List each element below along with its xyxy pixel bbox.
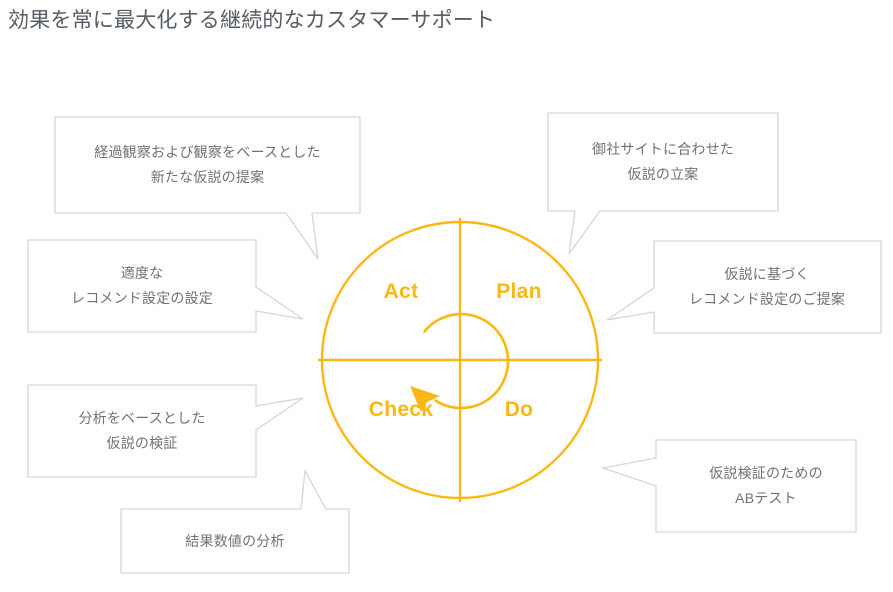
page-title: 効果を常に最大化する継続的なカスタマーサポート [8, 9, 496, 32]
callout-check-result-analysis: 結果数値の分析 [120, 468, 350, 574]
pdca-cycle-arc [423, 312, 510, 410]
pdca-quadrant-label-plan: Plan [496, 280, 542, 303]
callout-line: 御社サイトに合わせた [592, 141, 734, 157]
callout-line: 仮説に基づく [724, 266, 810, 282]
callout-check-verification-text: 分析をベースとした 仮説の検証 [28, 385, 256, 477]
callout-line: レコメンド設定のご提案 [688, 291, 846, 307]
callout-act-observation-text: 経過観察および観察をベースとした 新たな仮説の提案 [55, 117, 360, 213]
callout-line: 適度な [120, 265, 164, 281]
callout-line: 新たな仮説の提案 [150, 169, 265, 185]
callout-plan-recommend-proposal-text: 仮説に基づく レコメンド設定のご提案 [653, 241, 881, 333]
callout-line: 経過観察および観察をベースとした [94, 144, 321, 160]
callout-plan-hypothesis: 御社サイトに合わせた 仮説の立案 [547, 112, 779, 255]
callout-plan-hypothesis-text: 御社サイトに合わせた 仮説の立案 [548, 113, 778, 211]
callout-act-recommend-setting: 適度な レコメンド設定の設定 [27, 239, 304, 333]
callout-act-observation: 経過観察および観察をベースとした 新たな仮説の提案 [54, 116, 361, 260]
pdca-quadrant-label-do: Do [504, 398, 534, 421]
pdca-arrowhead-icon [410, 386, 440, 412]
callout-check-result-analysis-text: 結果数値の分析 [121, 508, 349, 574]
pdca-wheel-graphic [318, 218, 602, 502]
callout-line: 仮説の検証 [106, 435, 178, 451]
callout-line: 仮説検証のための [709, 465, 823, 481]
callout-do-ab-test: 仮説検証のための ABテスト [600, 439, 857, 533]
callout-do-ab-test-text: 仮説検証のための ABテスト [624, 440, 882, 532]
callout-act-recommend-setting-text: 適度な レコメンド設定の設定 [28, 240, 256, 332]
pdca-wheel: Act Plan Check Do [300, 200, 620, 520]
pdca-quadrant-label-check: Check [368, 398, 434, 421]
callout-line: 結果数値の分析 [185, 532, 285, 549]
pdca-quadrant-label-act: Act [383, 280, 419, 303]
callout-check-verification: 分析をベースとした 仮説の検証 [27, 384, 304, 478]
callout-line: 分析をベースとした [78, 410, 206, 426]
callout-line: レコメンド設定の設定 [71, 290, 213, 306]
callout-line: 仮説の立案 [627, 166, 699, 182]
callout-line: ABテスト [735, 490, 797, 506]
callout-plan-recommend-proposal: 仮説に基づく レコメンド設定のご提案 [606, 240, 882, 334]
